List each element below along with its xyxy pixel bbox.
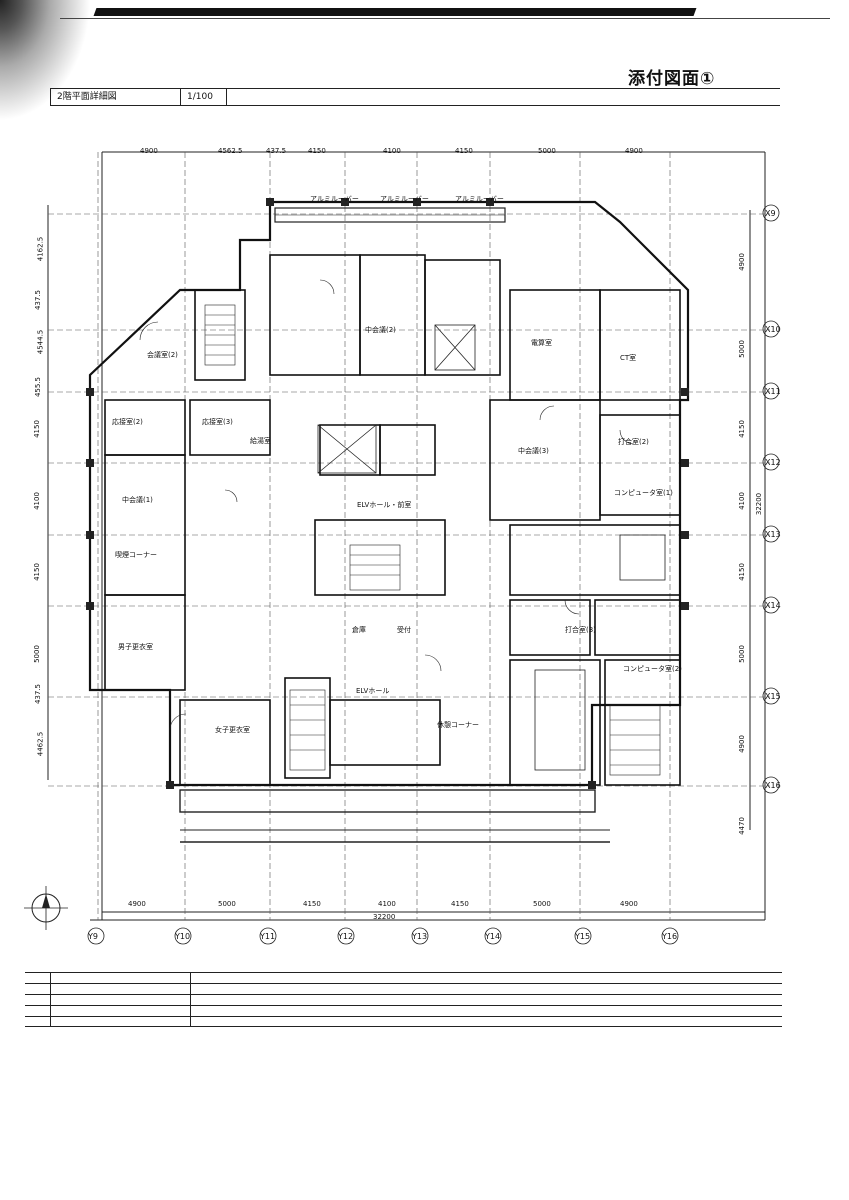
- room-label: 中会議(1): [122, 496, 153, 504]
- room-label: 打合室(2): [618, 438, 649, 446]
- north-arrow-icon: [24, 886, 68, 930]
- room-label: 打合室(3): [565, 626, 596, 634]
- axis-y: Y15: [575, 932, 591, 941]
- dim-left: 4100: [32, 492, 41, 510]
- room-label: 女子更衣室: [215, 726, 250, 734]
- axis-x: X9: [765, 209, 776, 218]
- dim-bottom: 5000: [218, 900, 236, 908]
- dim-top: 4562.5: [218, 147, 243, 155]
- axis-y: Y14: [485, 932, 501, 941]
- axis-y: Y9: [88, 932, 98, 941]
- room-label: コンピュータ室(1): [614, 489, 673, 497]
- axis-x: X14: [765, 601, 781, 610]
- axis-y: Y11: [260, 932, 276, 941]
- axis-x: X16: [765, 781, 781, 790]
- dim-bottom: 4900: [620, 900, 638, 908]
- dim-right: 4100: [737, 492, 746, 510]
- dim-left: 455.5: [34, 376, 43, 398]
- dim-left: 4544.5: [36, 329, 45, 355]
- dim-top: 4150: [308, 147, 326, 155]
- dim-left: 4150: [32, 420, 41, 438]
- dim-bottom: 5000: [533, 900, 551, 908]
- room-label: 受付: [397, 626, 411, 634]
- top-border-line: [60, 18, 830, 19]
- dim-top: 4150: [455, 147, 473, 155]
- axis-x: X12: [765, 458, 781, 467]
- room-label: ELVホール・前室: [357, 501, 412, 509]
- floor-plan-drawing: [47, 151, 770, 921]
- dim-top: 437.5: [266, 147, 287, 155]
- dim-bottom-total: 32200: [373, 913, 396, 921]
- dim-right: 4900: [737, 253, 746, 271]
- louver-label: アルミルーバー: [310, 195, 359, 203]
- axis-y: Y10: [175, 932, 191, 941]
- room-label: 応接室(2): [112, 418, 143, 426]
- axis-x: X15: [765, 692, 781, 701]
- dim-right: 5000: [737, 645, 746, 663]
- dim-top: 4100: [383, 147, 401, 155]
- room-label: CT室: [620, 354, 637, 362]
- dim-left: 4462.5: [36, 731, 45, 757]
- room-label: 男子更衣室: [118, 643, 153, 651]
- room-label: 電算室: [531, 339, 552, 347]
- room-label: 休憩コーナー: [437, 721, 479, 729]
- dim-right: 4150: [737, 420, 746, 438]
- dim-left: 5000: [32, 645, 41, 663]
- room-label: 中会議(3): [518, 447, 549, 455]
- room-label: 中会議(2): [365, 326, 396, 334]
- louver-label: アルミルーバー: [455, 195, 504, 203]
- dim-top: 4900: [140, 147, 158, 155]
- dim-right: 5000: [737, 340, 746, 358]
- floor-plan: [20, 130, 810, 960]
- axis-x: X10: [765, 325, 781, 334]
- dim-right: 4150: [737, 563, 746, 581]
- room-label: ELVホール: [356, 687, 390, 695]
- scan-shadow: [0, 0, 90, 120]
- revision-table: [25, 972, 782, 1027]
- annex-title: 添付図面①: [628, 69, 716, 89]
- dim-bottom: 4100: [378, 900, 396, 908]
- room-label: 喫煙コーナー: [115, 551, 157, 559]
- room-label: 会議室(2): [147, 351, 178, 359]
- dim-bottom: 4900: [128, 900, 146, 908]
- dim-top: 4900: [625, 147, 643, 155]
- title-strip: 2階平面詳細図 1/100: [50, 88, 780, 106]
- dim-bottom: 4150: [451, 900, 469, 908]
- drawing-name: 2階平面詳細図: [50, 89, 182, 105]
- room-label: 応接室(3): [202, 418, 233, 426]
- axis-y: Y16: [662, 932, 678, 941]
- dim-left: 4162.5: [36, 236, 45, 262]
- axis-y: Y12: [338, 932, 354, 941]
- room-label: 倉庫: [352, 626, 366, 634]
- axis-x: X13: [765, 530, 781, 539]
- drawing-scale: 1/100: [180, 89, 227, 105]
- room-label: 給湯室: [250, 437, 271, 445]
- dim-right-total: 32200: [755, 492, 764, 516]
- dim-top: 5000: [538, 147, 556, 155]
- dim-left: 437.5: [34, 289, 43, 311]
- strip-divider: [226, 89, 233, 105]
- dim-left: 437.5: [34, 683, 43, 705]
- room-label: コンピュータ室(2): [623, 665, 682, 673]
- dim-bottom: 4150: [303, 900, 321, 908]
- scan-edge-bar: [93, 8, 697, 16]
- axis-y: Y13: [412, 932, 428, 941]
- dim-right: 4900: [737, 735, 746, 753]
- axis-x: X11: [765, 387, 781, 396]
- dim-right: 4470: [737, 817, 746, 835]
- louver-label: アルミルーバー: [380, 195, 429, 203]
- dim-left: 4150: [32, 563, 41, 581]
